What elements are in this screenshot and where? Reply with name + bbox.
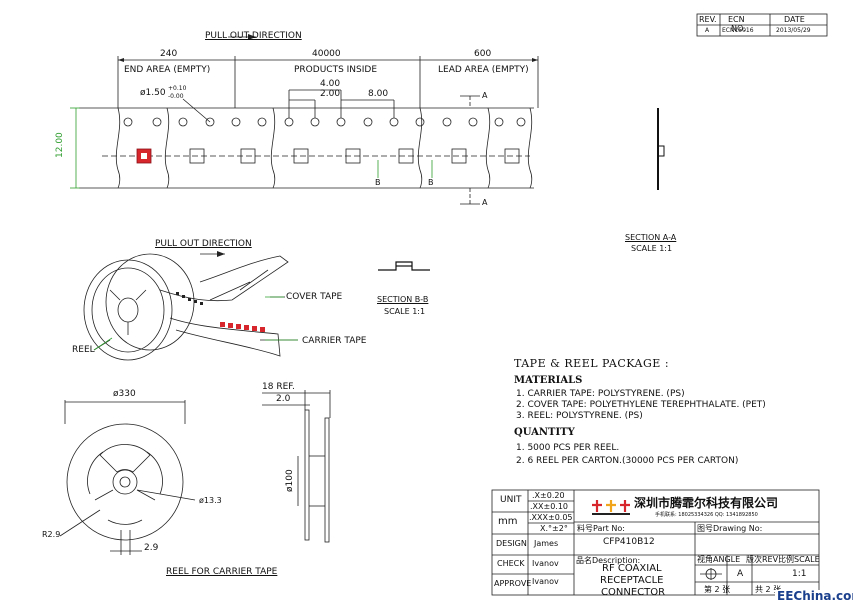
tol-4: X.°±2°: [540, 524, 568, 533]
section-bb-scale: SCALE 1:1: [384, 307, 426, 316]
hole-tol-plus: +0.10: [168, 85, 187, 92]
rev-value: A: [705, 27, 710, 34]
tol-2: .XX±0.10: [530, 502, 569, 511]
end-area-label: END AREA (EMPTY): [124, 65, 211, 75]
approve-value: Ivanov: [532, 577, 559, 586]
dim-13-3: ø13.3: [199, 496, 222, 505]
approve-label: APPROVE: [494, 579, 532, 588]
description-line-2: RECEPTACLE: [600, 575, 664, 586]
part-no-value: CFP410B12: [603, 537, 655, 547]
design-label: DESIGN: [496, 539, 527, 548]
dim-r2-9: R2.9: [42, 530, 61, 539]
dim-18-ref: 18 REF.: [262, 382, 295, 392]
section-b-marker-left: B: [375, 178, 381, 187]
dim-330: ø330: [113, 389, 136, 399]
sheet-number: 第 2 张: [704, 585, 731, 594]
pull-out-direction-top: PULL OUT DIRECTION: [205, 31, 302, 41]
material-2: 2. COVER TAPE: POLYETHYLENE TEREPHTHALAT…: [516, 400, 766, 410]
title-block-grid: [491, 489, 820, 596]
tol-1: .X±0.20: [532, 491, 565, 500]
dim-2-9: 2.9: [144, 543, 159, 553]
quantity-heading: QUANTITY: [514, 427, 575, 438]
materials-heading: MATERIALS: [514, 375, 583, 386]
reel-3d-drawing: [83, 253, 298, 361]
date-value: 2013/05/29: [776, 27, 811, 34]
dim-240: 240: [160, 49, 178, 59]
rev-value-block: A: [737, 569, 744, 579]
hole-diameter: ø1.50: [140, 88, 166, 98]
description-label: 品名Description:: [576, 556, 641, 565]
notes-title: TAPE & REEL PACKAGE :: [514, 357, 670, 370]
check-value: Ivanov: [532, 559, 559, 568]
quantity-1: 1. 5000 PCS PER REEL.: [516, 443, 620, 453]
part-no-label: 料号Part No:: [577, 524, 625, 533]
dim-600: 600: [474, 49, 492, 59]
description-line-1: RF COAXIAL: [602, 563, 662, 574]
dim-40000: 40000: [312, 49, 341, 59]
section-aa-title: SECTION A-A: [625, 233, 677, 242]
dim-100: ø100: [285, 469, 295, 492]
quantity-2: 2. 6 REEL PER CARTON.(30000 PCS PER CART…: [516, 456, 739, 466]
scale-label: 比例SCALE: [778, 555, 820, 564]
drawing-no-label: 图号Drawing No:: [697, 524, 763, 533]
tape-top-view: [79, 56, 539, 189]
products-inside-label: PRODUCTS INSIDE: [294, 65, 378, 75]
company-logo: [592, 500, 630, 515]
rev-header: REV.: [699, 15, 717, 24]
section-b-marker-right: B: [428, 178, 434, 187]
dim-2-0: 2.0: [276, 394, 291, 404]
reel-label: REEL: [72, 345, 95, 355]
tol-3: .XXX±0.05: [529, 513, 573, 522]
lead-area-label: LEAD AREA (EMPTY): [438, 65, 529, 75]
material-3: 3. REEL: POLYSTYRENE. (PS): [516, 411, 643, 421]
mm-label: mm: [498, 516, 518, 527]
dim-8-00: 8.00: [368, 89, 389, 99]
unit-label: UNIT: [500, 495, 522, 505]
hole-tol-minus: -0.00: [168, 93, 184, 100]
reel-caption: REEL FOR CARRIER TAPE: [166, 567, 278, 577]
sprocket-holes: [123, 117, 526, 127]
reel-side-view: [262, 390, 331, 543]
company-contact: 手机联系: 18025334326 QQ: 1341892850: [655, 512, 758, 518]
carrier-tape-label: CARRIER TAPE: [302, 336, 367, 346]
angle-label: 视角ANGLE: [697, 555, 741, 564]
company-name: 深圳市腾霏尔科技有限公司: [634, 496, 779, 510]
material-1: 1. CARRIER TAPE: POLYSTYRENE. (PS): [516, 389, 685, 399]
section-bb-profile: [378, 261, 430, 271]
description-line-3: CONNECTOR: [601, 587, 666, 598]
reel-front-view: [59, 400, 196, 555]
section-bb-title: SECTION B-B: [377, 295, 429, 304]
rev-label: 版次REV: [746, 555, 779, 564]
pull-out-direction-reel: PULL OUT DIRECTION: [155, 239, 252, 249]
scale-value: 1:1: [792, 569, 807, 579]
dim-2-00: 2.00: [320, 89, 341, 99]
total-sheets: 共 2 张: [755, 585, 782, 594]
dim-4-00: 4.00: [320, 79, 341, 89]
date-header: DATE: [784, 15, 805, 24]
ecn-overlay: NO.: [731, 24, 746, 33]
cover-tape-label: COVER TAPE: [286, 292, 343, 302]
ecn-header: ECN: [728, 15, 745, 24]
section-a-marker-top: A: [482, 91, 488, 100]
design-value: James: [534, 539, 559, 548]
ecn-value: ECN15016: [722, 27, 754, 34]
section-aa-scale: SCALE 1:1: [631, 244, 673, 253]
section-a-marker-bottom: A: [482, 198, 488, 207]
check-label: CHECK: [497, 559, 525, 568]
watermark: EEChina.com: [775, 590, 853, 602]
dim-12-00: 12.00: [55, 132, 65, 158]
